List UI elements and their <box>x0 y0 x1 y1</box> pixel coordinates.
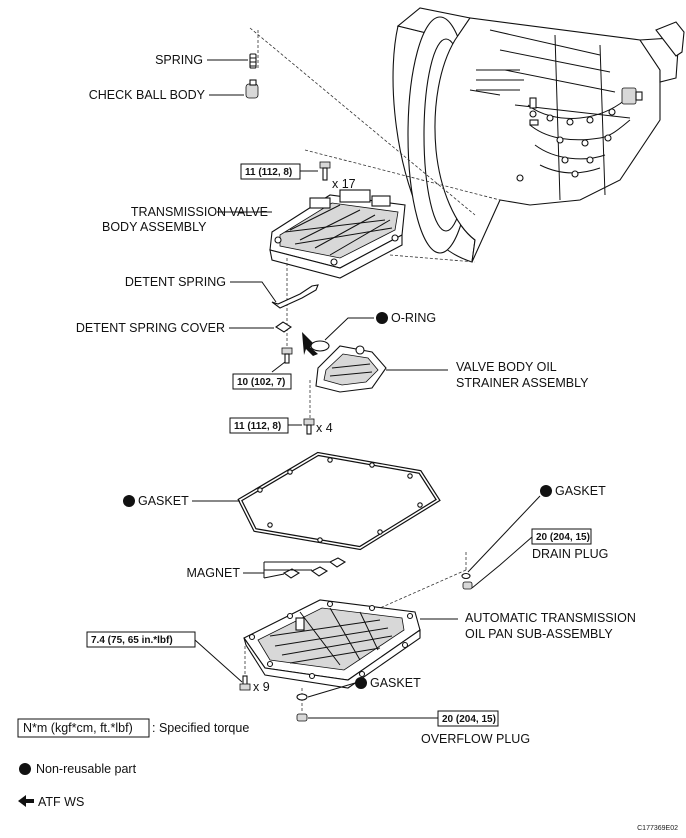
overflow-plug-part <box>296 713 308 722</box>
drain-plug-torque: 20 (204, 15) <box>536 532 590 543</box>
gasket-drain-label: GASKET <box>555 484 606 498</box>
strainer-bolt-qty: x 4 <box>316 421 333 435</box>
check-ball-body-label: CHECK BALL BODY <box>89 88 206 102</box>
strainer-bolt-part <box>303 418 315 435</box>
drain-plug-label: DRAIN PLUG <box>532 547 608 561</box>
magnet-part <box>282 557 347 579</box>
spring-label: SPRING <box>155 53 203 67</box>
gasket-overflow-label: GASKET <box>370 676 421 690</box>
detent-cover-bolt-torque-box <box>232 373 292 390</box>
oil-pan-gasket-part <box>237 451 441 551</box>
oil-pan-label-line2: OIL PAN SUB-ASSEMBLY <box>465 627 613 641</box>
o-ring-label: O-RING <box>391 311 436 325</box>
oil-pan-bolt-torque: 7.4 (75, 65 in.*lbf) <box>91 635 173 646</box>
detent-cover-bolt-part <box>281 347 293 364</box>
magnet-label: MAGNET <box>187 566 241 580</box>
overflow-plug-label: OVERFLOW PLUG <box>421 732 530 746</box>
oil-pan-part <box>243 599 421 689</box>
strainer-bolt-torque: 11 (112, 8) <box>234 421 281 432</box>
legend-torque-unit: N*m (kgf*cm, ft.*lbf) <box>23 721 133 735</box>
overflow-gasket-part <box>296 693 308 701</box>
oil-pan-bolt-torque-box <box>86 631 196 648</box>
o-ring-part <box>310 340 330 352</box>
transmission-case-illustration <box>392 7 685 263</box>
valve-body-label-line1: TRANSMISSION VALVE <box>131 205 268 219</box>
oil-pan-bolt-qty: x 9 <box>253 680 270 694</box>
detent-spring-cover-label: DETENT SPRING COVER <box>76 321 225 335</box>
strainer-label-line1: VALVE BODY OIL <box>456 360 557 374</box>
gasket-pan-label: GASKET <box>138 494 189 508</box>
atf-arrow-icon <box>302 332 318 356</box>
drain-plug-part <box>462 581 473 590</box>
oil-pan-label-line1: AUTOMATIC TRANSMISSION <box>465 611 636 625</box>
non-reusable-icon <box>540 485 552 497</box>
legend-non-reusable: Non-reusable part <box>36 762 137 776</box>
legend: N*m (kgf*cm, ft.*lbf) : Specified torque… <box>17 718 249 809</box>
valve-body-oil-strainer-part <box>315 345 387 393</box>
drain-gasket-part <box>461 572 471 580</box>
arrow-left-icon <box>18 795 34 807</box>
valve-body-bolt-torque: 11 (112, 8) <box>245 167 292 178</box>
valve-body-label-line2: BODY ASSEMBLY <box>102 220 207 234</box>
figure-id: C177369E02 <box>637 825 678 832</box>
valve-body-assembly-part <box>269 189 406 279</box>
legend-torque-box <box>17 718 150 738</box>
strainer-label-line2: STRAINER ASSEMBLY <box>456 376 589 390</box>
legend-atf: ATF WS <box>38 795 84 809</box>
non-reusable-legend-icon <box>19 763 31 775</box>
overflow-plug-torque: 20 (204, 15) <box>442 714 496 725</box>
valve-body-bolt-part <box>319 161 331 181</box>
legend-torque-desc: : Specified torque <box>152 721 249 735</box>
valve-body-bolt-qty: x 17 <box>332 177 356 191</box>
detent-cover-bolt-torque: 10 (102, 7) <box>237 377 285 388</box>
non-reusable-icon <box>123 495 135 507</box>
detent-spring-label: DETENT SPRING <box>125 275 226 289</box>
detent-spring-part <box>271 284 319 309</box>
non-reusable-icon <box>376 312 388 324</box>
spring-part <box>249 53 257 69</box>
non-reusable-icon <box>355 677 367 689</box>
overflow-plug-torque-box <box>437 710 499 727</box>
detent-spring-cover-part <box>275 321 292 333</box>
check-ball-body-part <box>245 79 259 99</box>
drain-plug-torque-box <box>531 528 592 545</box>
oil-pan-bolt-part <box>239 675 251 691</box>
